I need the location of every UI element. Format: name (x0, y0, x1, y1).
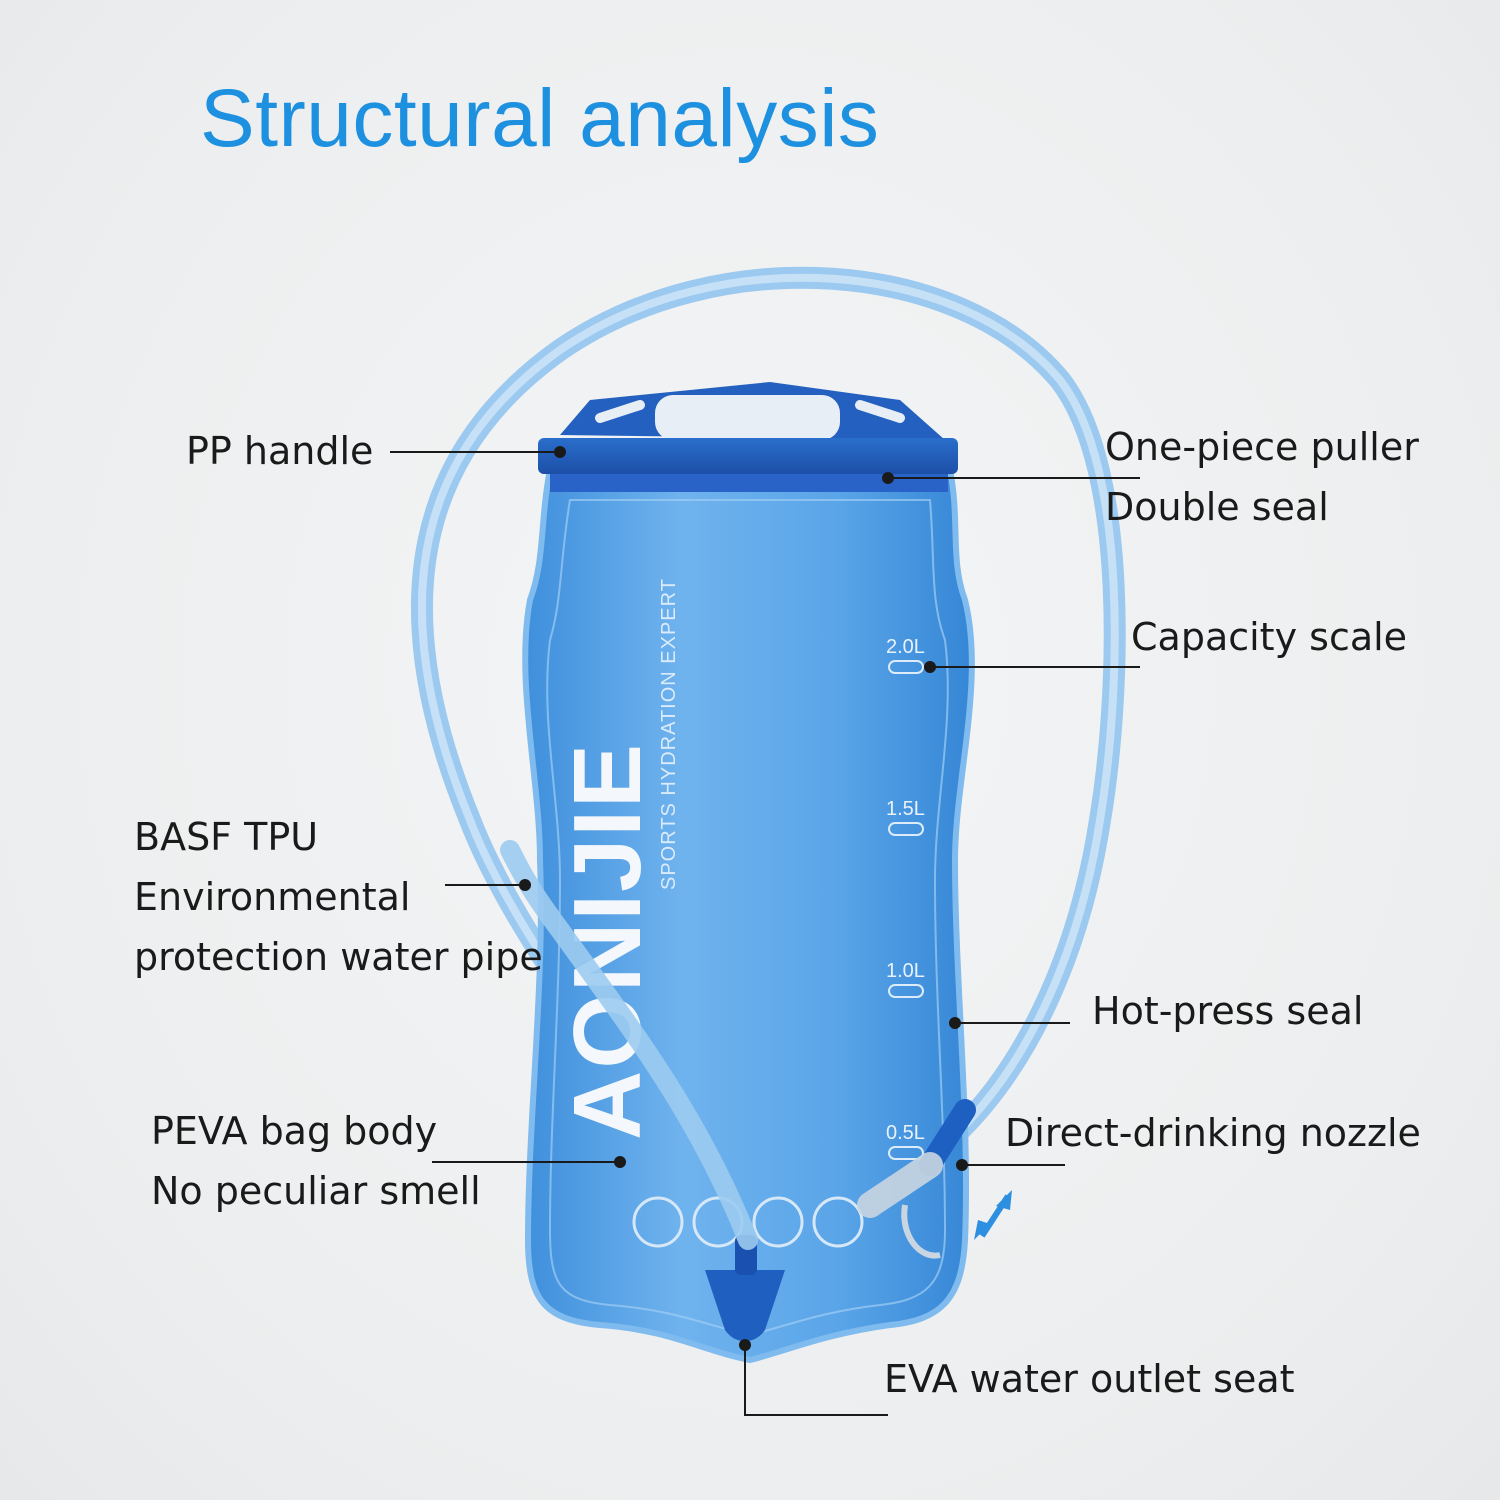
label-hot-press-seal: Hot-press seal (1092, 989, 1364, 1033)
scale-mark (888, 660, 924, 674)
label-bag-body: PEVA bag body No peculiar smell (151, 1109, 481, 1213)
scale-mark-label: 1.0L (886, 960, 925, 982)
adjust-arrow-icon (974, 1190, 1012, 1240)
label-outlet-seat: EVA water outlet seat (884, 1357, 1295, 1401)
label-water-pipe: BASF TPU Environmental protection water … (134, 815, 543, 979)
label-pp-handle: PP handle (186, 429, 374, 473)
water-pipe (411, 266, 1126, 1261)
scale-mark-label: 0.5L (886, 1122, 925, 1144)
scale-mark-label: 1.5L (886, 798, 925, 820)
scale-mark (888, 984, 924, 998)
temperature-icon (632, 1196, 684, 1248)
no-microwave-icon (752, 1196, 804, 1248)
label-capacity-scale: Capacity scale (1131, 615, 1408, 659)
peva-bag-body (522, 467, 975, 1364)
scale-mark (888, 822, 924, 836)
label-puller: One-piece puller Double seal (1105, 425, 1419, 529)
label-nozzle: Direct-drinking nozzle (1005, 1111, 1421, 1155)
direct-drinking-nozzle (857, 1099, 976, 1259)
pp-handle (538, 382, 958, 492)
scale-mark-label: 2.0L (886, 636, 925, 658)
bpa-free-icon (812, 1196, 864, 1248)
brand-logo: AONIJIE SPORTS HYDRATION EXPERT (554, 578, 680, 1140)
brand-tagline: SPORTS HYDRATION EXPERT (658, 578, 680, 890)
scale-mark (888, 1146, 924, 1160)
callout-lines (390, 446, 1140, 1416)
page-title: Structural analysis (200, 73, 880, 164)
capacity-scale: 2.0L 1.5L 1.0L 0.5L (886, 636, 925, 1160)
